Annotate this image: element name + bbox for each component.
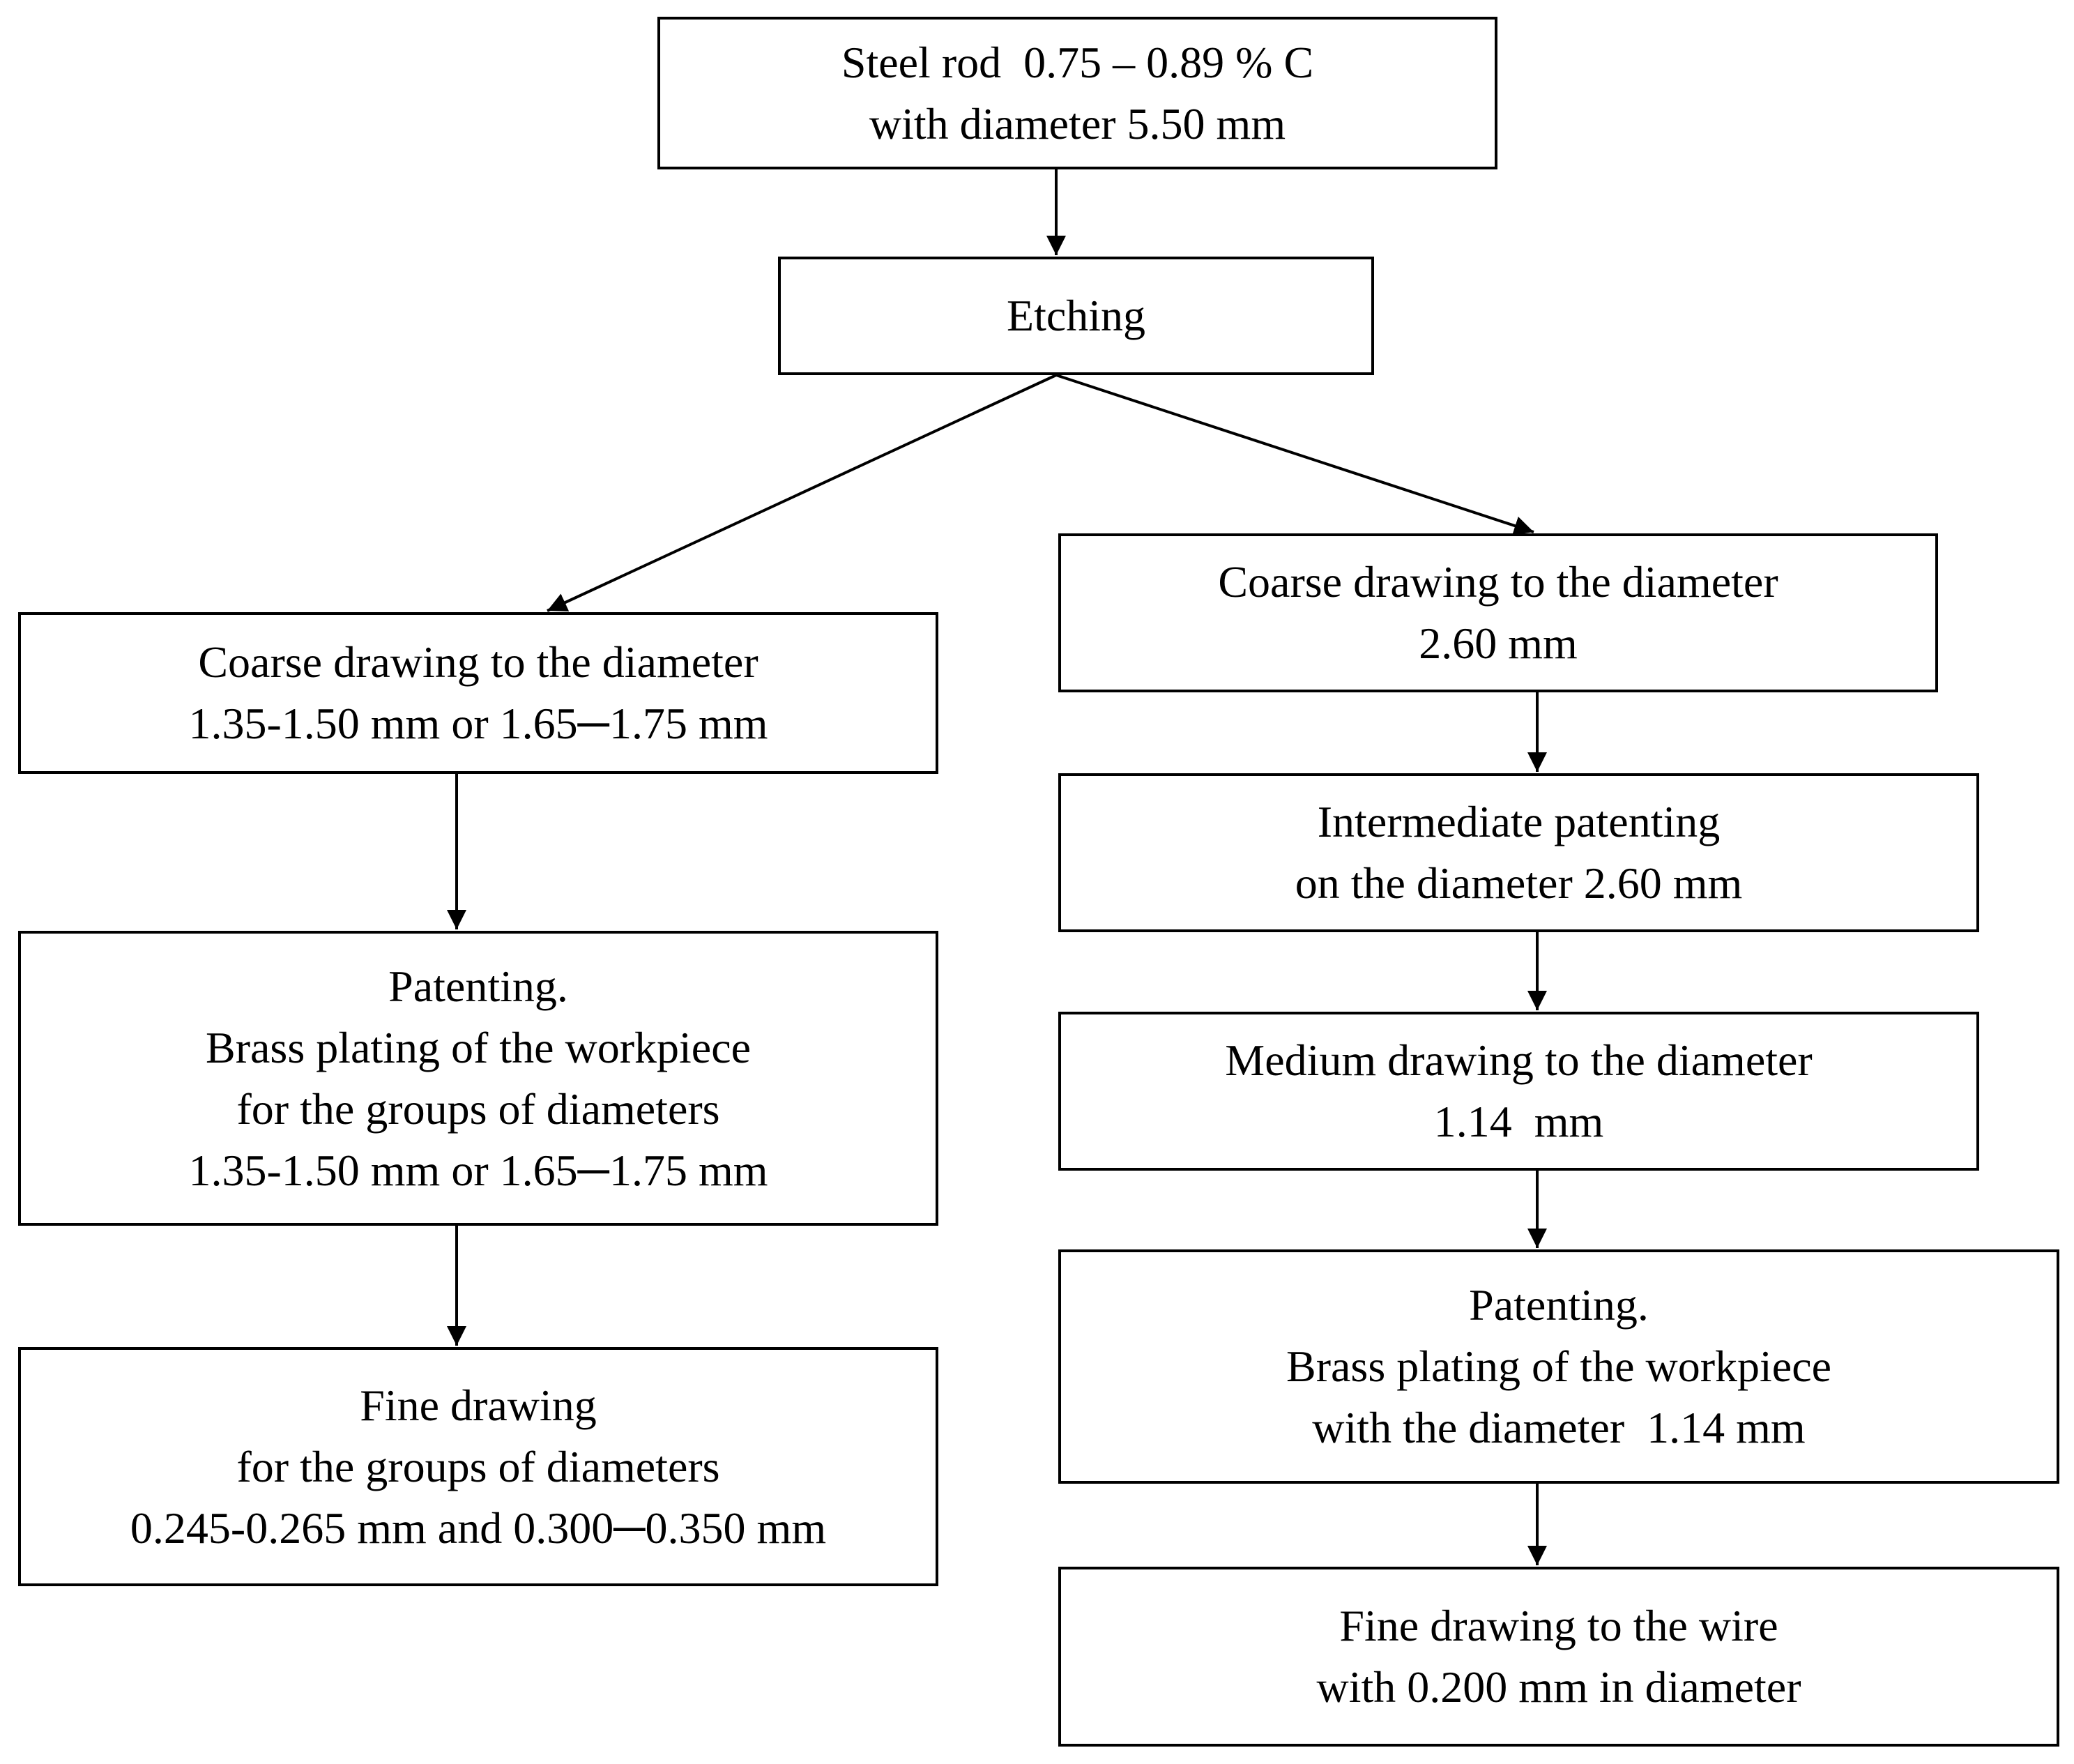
- right-patenting-box: Patenting. Brass plating of the workpiec…: [1058, 1249, 2059, 1484]
- left-coarse-drawing-box: Coarse drawing to the diameter 1.35-1.50…: [18, 612, 938, 774]
- left-fine-drawing-box: Fine drawing for the groups of diameters…: [18, 1347, 938, 1586]
- box-line: Fine drawing: [360, 1380, 597, 1430]
- right-fine-drawing-box: Fine drawing to the wire with 0.200 mm i…: [1058, 1567, 2059, 1747]
- box-line: Fine drawing to the wire: [1339, 1601, 1778, 1650]
- box-line: for the groups of diameters: [236, 1441, 720, 1491]
- box-line: Etching: [1006, 291, 1146, 340]
- box-line: Coarse drawing to the diameter: [198, 637, 758, 687]
- box-line: with 0.200 mm in diameter: [1316, 1662, 1801, 1712]
- steel-rod-box: Steel rod 0.75 – 0.89 % C with diameter …: [657, 17, 1497, 169]
- box-line: Patenting.: [388, 961, 568, 1011]
- box-line: Coarse drawing to the diameter: [1218, 557, 1778, 607]
- right-medium-drawing-box: Medium drawing to the diameter 1.14 mm: [1058, 1012, 1979, 1171]
- box-line: 2.60 mm: [1419, 618, 1578, 668]
- box-line: 1.35-1.50 mm or 1.65─1.75 mm: [188, 699, 768, 748]
- arrow-etching-to-right-coarse: [1055, 374, 1534, 535]
- box-line: Medium drawing to the diameter: [1225, 1035, 1813, 1085]
- box-line: for the groups of diameters: [236, 1084, 720, 1134]
- box-line: with the diameter 1.14 mm: [1312, 1403, 1806, 1452]
- box-line: 1.35-1.50 mm or 1.65─1.75 mm: [188, 1145, 768, 1195]
- box-line: on the diameter 2.60 mm: [1295, 858, 1743, 908]
- box-line: 0.245-0.265 mm and 0.300─0.350 mm: [130, 1503, 827, 1553]
- box-line: Intermediate patenting: [1317, 797, 1721, 846]
- box-line: with diameter 5.50 mm: [869, 98, 1286, 149]
- arrow-etching-to-left-coarse: [547, 374, 1057, 612]
- box-line: Brass plating of the workpiece: [1286, 1341, 1831, 1391]
- etching-box: Etching: [778, 257, 1374, 375]
- right-intermediate-patenting-box: Intermediate patenting on the diameter 2…: [1058, 773, 1979, 932]
- box-line: Brass plating of the workpiece: [206, 1022, 751, 1072]
- left-patenting-box: Patenting. Brass plating of the workpiec…: [18, 931, 938, 1226]
- right-coarse-drawing-box: Coarse drawing to the diameter 2.60 mm: [1058, 533, 1938, 692]
- box-line: Steel rod 0.75 – 0.89 % C: [841, 37, 1314, 87]
- box-line: Patenting.: [1469, 1280, 1649, 1330]
- box-line: 1.14 mm: [1433, 1097, 1604, 1146]
